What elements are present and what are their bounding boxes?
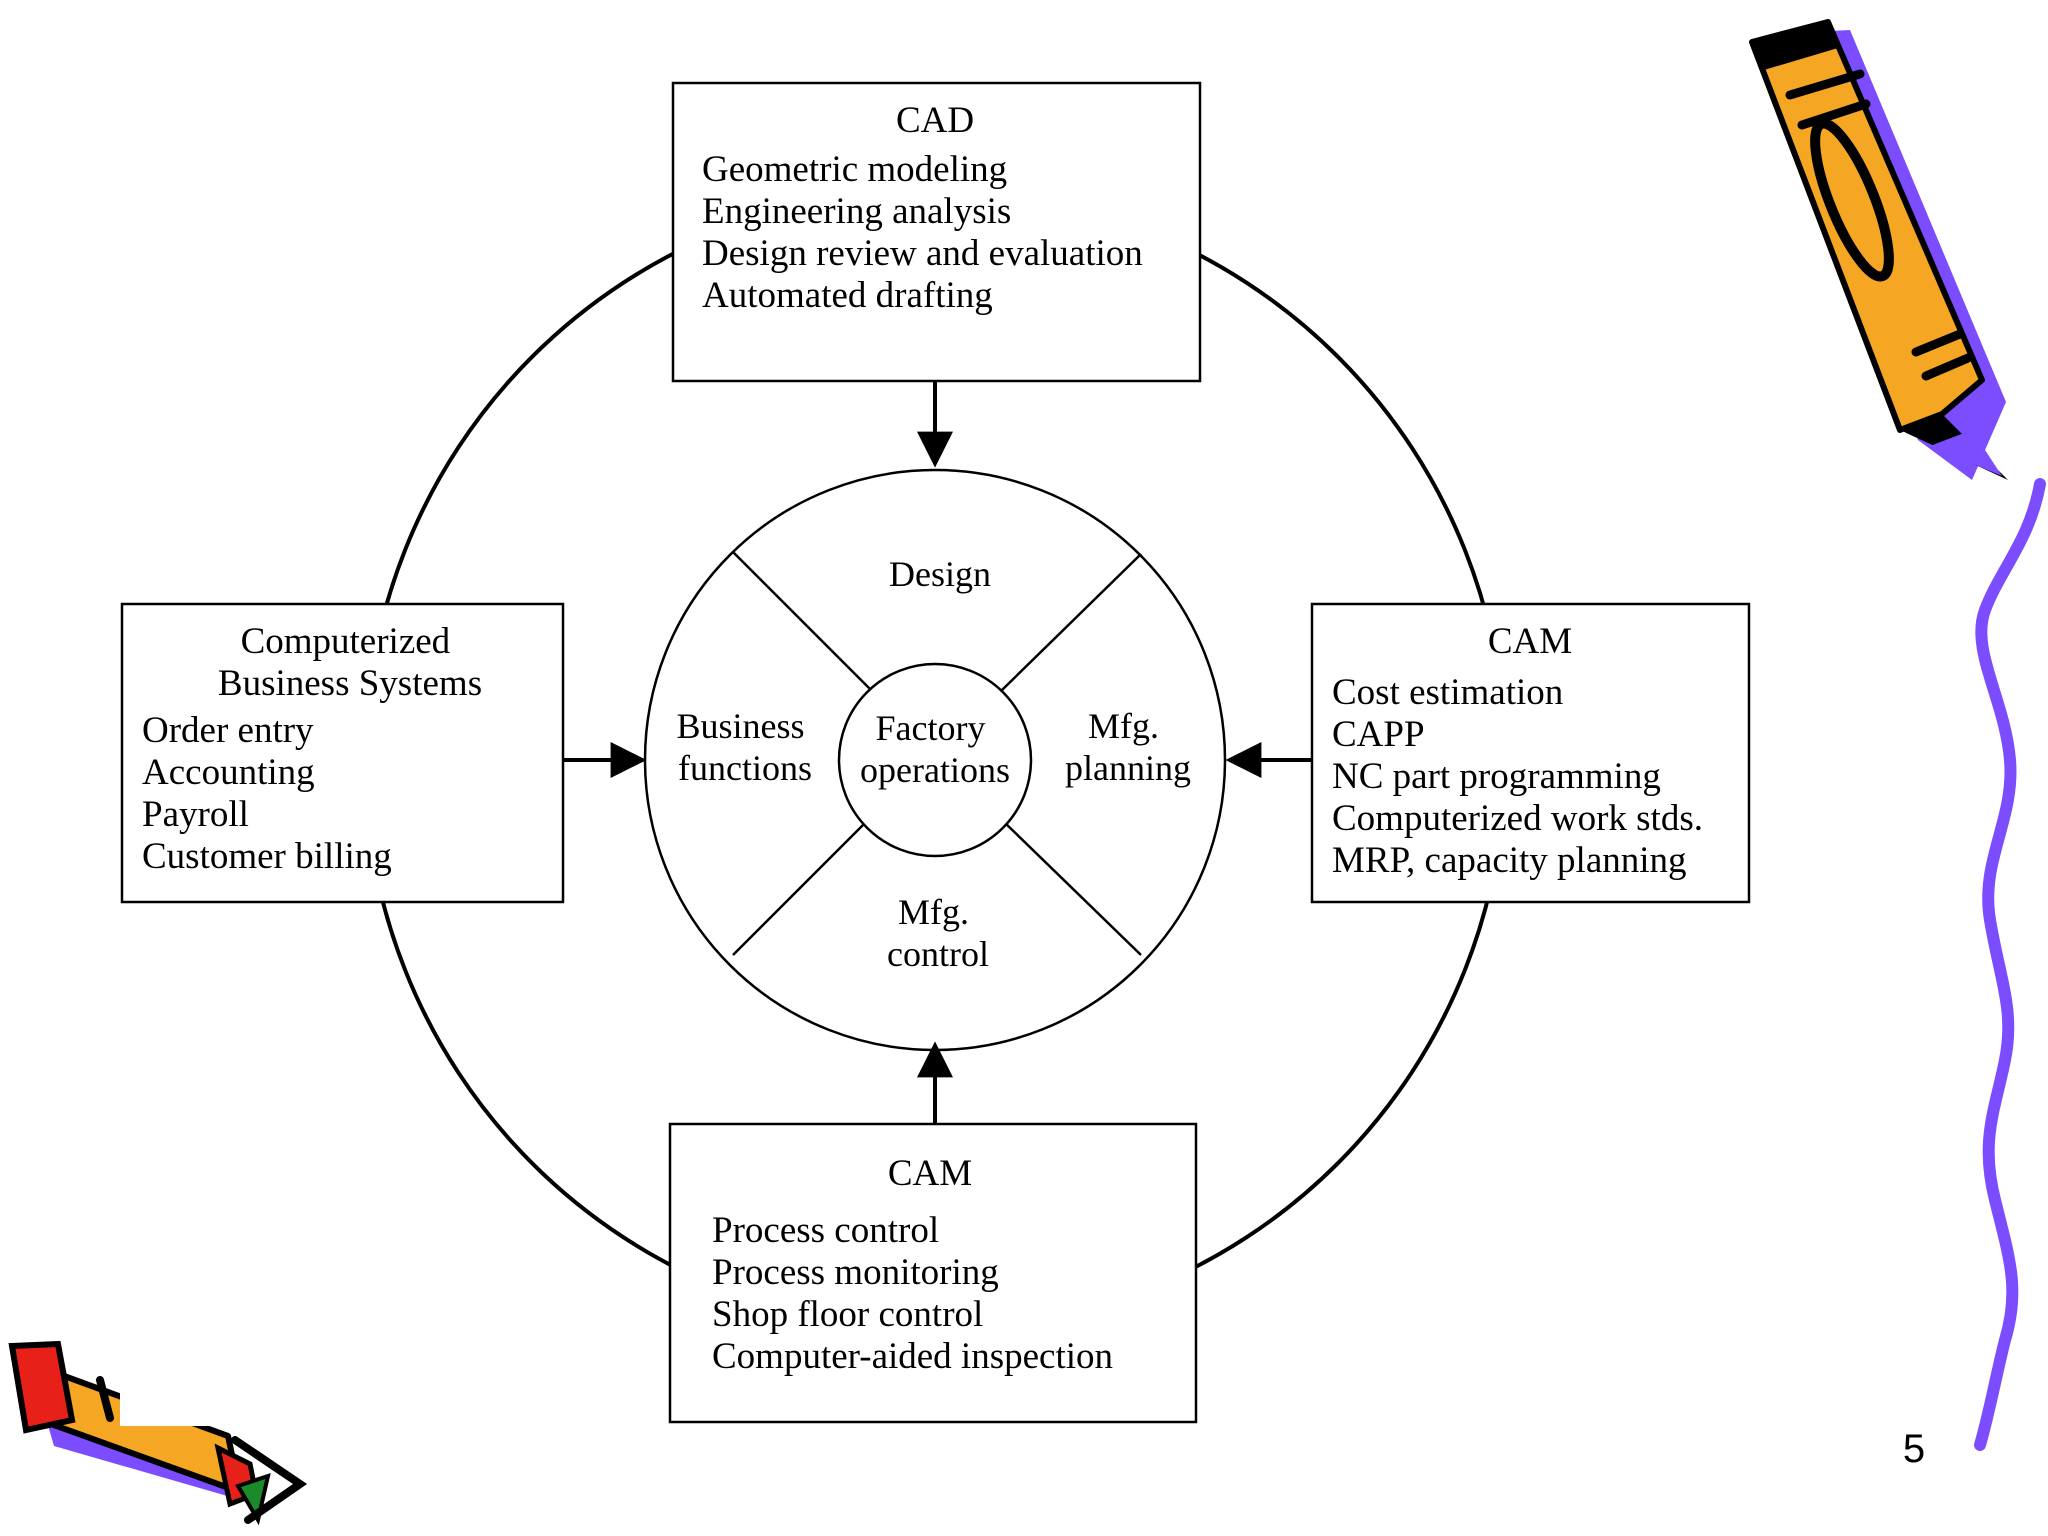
wheel-center-label: Factory operations — [860, 708, 1010, 790]
cam-right-box-title: CAM — [1488, 621, 1572, 662]
slide-number: 5 — [1903, 1427, 1925, 1471]
cam-bottom-box-frame — [668, 1122, 1198, 1424]
cam-right-box-items: Cost estimation CAPP NC part programming… — [1332, 672, 1712, 881]
cam-planning-box: CAM Cost estimation CAPP NC part program… — [1310, 602, 1751, 904]
cam-right-box-frame — [1310, 602, 1751, 904]
wheel-divider-top-left — [732, 551, 871, 690]
cad-box-frame — [671, 81, 1202, 383]
business-systems-box: Computerized Business Systems Order entr… — [120, 602, 565, 904]
cad-box-title: CAD — [896, 100, 974, 141]
pencil-icon-bottom-left — [8, 1330, 308, 1526]
wheel-divider-bottom-right — [1001, 819, 1142, 956]
wheel-bottom-label: Mfg. control — [887, 892, 989, 974]
business-box-items: Order entry Accounting Payroll Customer … — [142, 710, 392, 877]
wheel-center-circle — [837, 662, 1033, 858]
wheel-divider-bottom-left — [732, 821, 867, 956]
cad-box-items: Geometric modeling Engineering analysis … — [702, 149, 1152, 316]
wheel-left-label: Business functions — [676, 706, 813, 788]
pencil-mask-area — [120, 1330, 230, 1426]
business-box-title: Computerized Business Systems — [218, 621, 482, 704]
cam-bottom-box-items: Process control Process monitoring Shop … — [712, 1210, 1113, 1377]
business-box-frame — [120, 602, 565, 904]
flow-arrows — [562, 380, 1316, 1124]
pencil-icon-top-right — [1749, 19, 2008, 480]
cam-bottom-box-title: CAM — [888, 1153, 972, 1194]
wheel-top-label: Design — [889, 554, 991, 594]
wheel-divider-top-right — [1001, 553, 1142, 691]
cad-box: CAD Geometric modeling Engineering analy… — [671, 81, 1202, 383]
cam-control-box: CAM Process control Process monitoring S… — [668, 1122, 1198, 1424]
squiggle-decoration — [1974, 478, 2046, 1451]
wheel-right-label: Mfg. planning — [1065, 706, 1191, 788]
factory-wheel: Factory operations Design Business funct… — [643, 468, 1227, 1052]
